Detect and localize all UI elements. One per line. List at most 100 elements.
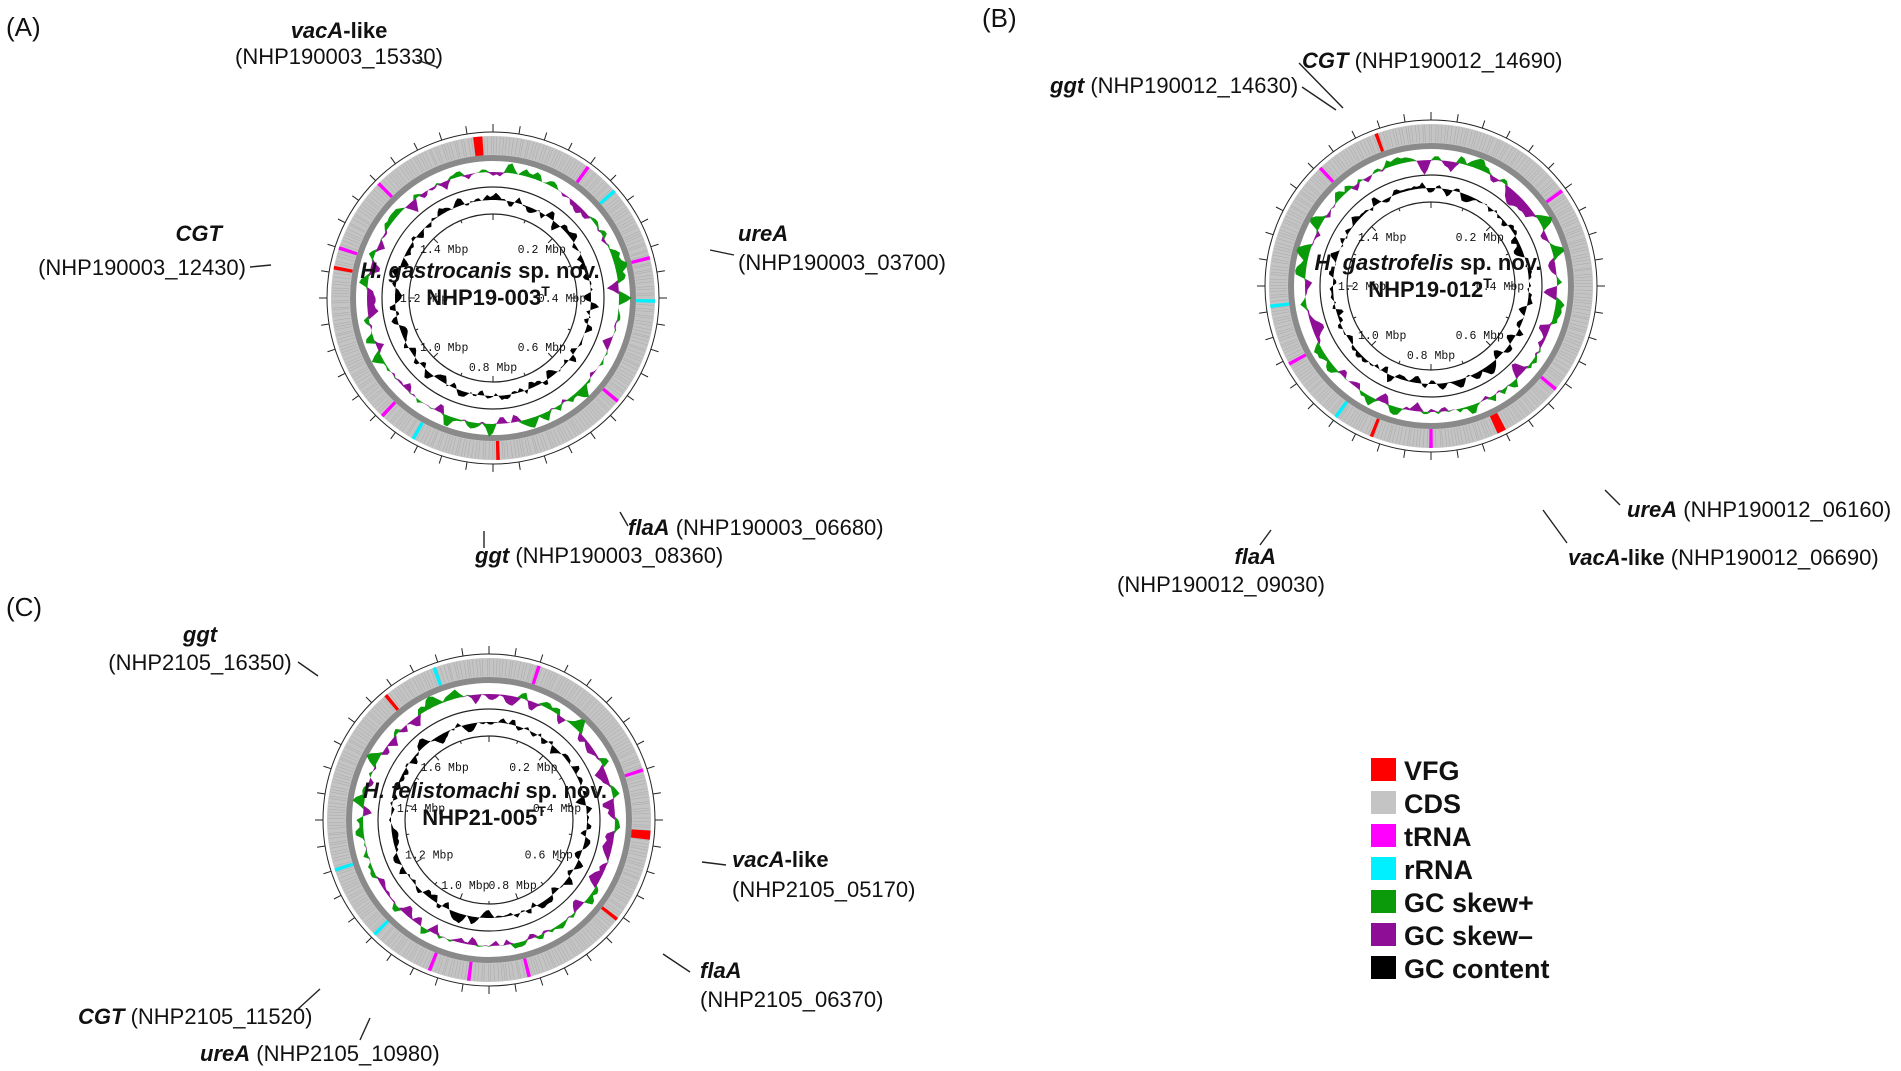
cds-stroke [630, 844, 648, 848]
cds-stroke [631, 254, 649, 260]
cds-stroke [1309, 380, 1323, 393]
cds-stroke [563, 423, 573, 439]
cds-stroke [372, 393, 386, 406]
coordinate-tick [1398, 360, 1401, 364]
cds-stroke [377, 398, 390, 411]
cds-stroke [438, 956, 444, 973]
coordinate-label: 1.0 Mbp [1358, 330, 1406, 343]
outer-tick [1376, 443, 1381, 452]
cds-stroke [371, 192, 385, 204]
svg-text:(NHP2105_05170): (NHP2105_05170) [732, 877, 915, 902]
cds-stroke [350, 894, 366, 904]
cds-stroke [572, 163, 583, 179]
cds-stroke [530, 957, 536, 975]
cds-stroke [636, 288, 654, 291]
cds-stroke [513, 440, 517, 458]
outer-tick [1505, 130, 1511, 139]
cds-stroke [544, 952, 552, 969]
feature-trna [575, 165, 590, 184]
cds-stroke [472, 659, 475, 677]
cds-stroke [460, 439, 465, 456]
cds-stroke [402, 164, 413, 180]
coordinate-tick [1485, 340, 1491, 346]
cds-stroke [595, 399, 608, 412]
feature-trna [531, 665, 541, 685]
cds-stroke [636, 285, 654, 288]
cds-stroke [1392, 129, 1397, 147]
cds-stroke [345, 356, 362, 364]
outer-tick [413, 142, 419, 151]
cds-stroke [621, 224, 637, 233]
cds-stroke [537, 955, 544, 972]
outer-tick [386, 678, 392, 686]
cds-stroke [1301, 371, 1316, 383]
coordinate-tick [1461, 208, 1464, 212]
cds-stroke [636, 314, 653, 317]
cds-stroke [604, 196, 619, 208]
cds-stroke [1388, 424, 1394, 442]
cds-stroke [556, 677, 565, 694]
outer-tick [390, 156, 396, 164]
cds-stroke [415, 676, 424, 692]
coordinate-label: 1.6 Mbp [420, 762, 468, 775]
cds-stroke [636, 281, 654, 284]
cds-stroke [634, 270, 652, 275]
cds-stroke [573, 936, 584, 951]
cds-stroke [435, 955, 442, 972]
cds-stroke [597, 914, 611, 927]
cds-stroke [559, 155, 569, 171]
cds-stroke [1571, 315, 1589, 320]
cds-stroke [632, 813, 650, 815]
cds-stroke [460, 961, 465, 979]
svg-text:ureA (NHP2105_10980): ureA (NHP2105_10980) [200, 1041, 440, 1066]
coordinate-tick [406, 804, 413, 807]
cds-stroke [1444, 125, 1447, 143]
cds-stroke [329, 840, 347, 844]
cds-stroke [1450, 428, 1454, 446]
cds-stroke [1343, 406, 1354, 422]
cds-stroke [404, 163, 415, 178]
cds-stroke [1574, 269, 1592, 272]
cds-stroke [526, 437, 532, 455]
cds-stroke [1357, 414, 1366, 430]
outer-tick [1456, 449, 1459, 458]
cds-stroke [1330, 398, 1342, 413]
cds-stroke [1540, 182, 1555, 194]
svg-text:CGT (NHP2105_11520): CGT (NHP2105_11520) [78, 1004, 312, 1029]
feature-trna [377, 182, 394, 199]
cds-stroke [1509, 150, 1519, 166]
cds-stroke [1462, 128, 1467, 146]
cds-stroke [510, 440, 513, 458]
cds-stroke [1521, 160, 1533, 175]
cds-stroke [587, 176, 600, 190]
outer-tick [1289, 383, 1297, 389]
cds-stroke [1528, 391, 1541, 405]
cds-stroke [430, 430, 438, 447]
cds-stroke [1566, 232, 1584, 239]
cds-stroke [434, 147, 442, 164]
cds-stroke [1270, 271, 1288, 274]
panel-c-annotation-ggt: ggt (NHP2105_16350) [108, 622, 319, 677]
legend-label-gc-content: GC content [1404, 954, 1550, 984]
cds-stroke [610, 381, 625, 392]
cds-stroke [532, 957, 538, 974]
cds-stroke [463, 660, 467, 678]
cds-stroke [436, 667, 443, 685]
svg-text:ggt (NHP190003_08360): ggt (NHP190003_08360) [474, 543, 723, 568]
cds-stroke [1462, 426, 1468, 444]
cds-stroke [430, 669, 438, 686]
cds-stroke [513, 661, 517, 679]
outer-tick [539, 654, 544, 663]
cds-stroke [1470, 131, 1476, 148]
cds-stroke [1531, 388, 1544, 402]
panel-c-title-line1: H. felistomachi sp. nov. [363, 778, 607, 803]
cds-stroke [1548, 369, 1563, 380]
coordinate-tick [1353, 253, 1357, 256]
cds-stroke [1566, 334, 1583, 341]
cds-stroke [479, 659, 481, 677]
cds-stroke [636, 292, 654, 294]
cds-stroke [601, 392, 615, 405]
cds-stroke [514, 138, 518, 156]
cds-stroke [1484, 136, 1492, 153]
